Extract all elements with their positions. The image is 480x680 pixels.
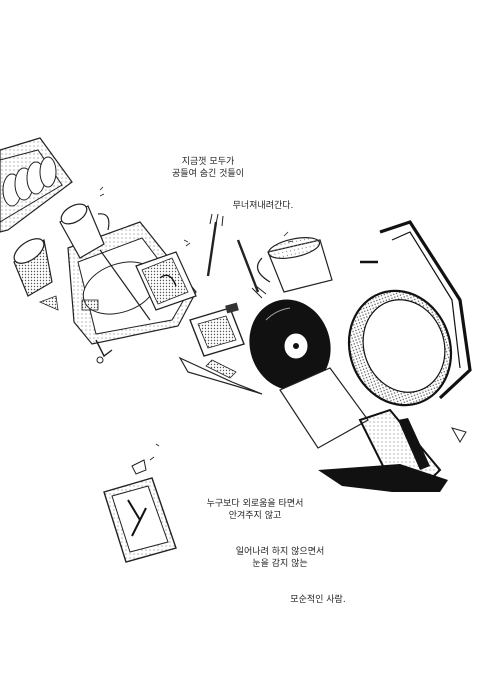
caption-middle-line-2: 안겨주지 않고 xyxy=(228,511,282,521)
caption-lower-line-1: 일어나려 하지 않으면서 xyxy=(235,547,325,557)
cup xyxy=(13,238,53,297)
fallen-picture-frame xyxy=(103,477,177,563)
caption-intro-line-2: 공들여 숨긴 것들이 xyxy=(172,169,244,179)
caption-final: 모순적인 사람. xyxy=(278,594,358,606)
mug-2 xyxy=(256,237,333,293)
caption-final-line: 모순적인 사람. xyxy=(290,595,346,605)
black-ribbon xyxy=(318,418,448,492)
caption-middle: 누구보다 외로움을 타면서 안겨주지 않고 xyxy=(192,498,318,522)
caption-lower: 일어나려 하지 않으면서 눈을 감지 않는 xyxy=(224,546,336,570)
phone xyxy=(189,307,245,357)
caption-intro-line-1: 지금껏 모두가 xyxy=(181,157,235,167)
tray-box xyxy=(67,221,197,345)
mug xyxy=(59,203,110,259)
fork-2 xyxy=(236,239,267,299)
vinyl-record xyxy=(249,299,331,391)
photo-frame xyxy=(135,251,197,311)
shelf-with-plates xyxy=(0,137,73,233)
caption-middle-line-1: 누구보다 외로움을 타면서 xyxy=(206,499,304,509)
caption-intro: 지금껏 모두가 공들여 숨긴 것들이 xyxy=(168,156,248,180)
knife xyxy=(178,356,263,395)
sparkles xyxy=(99,186,294,461)
caption-falling: 무너져내려간다. xyxy=(228,200,298,212)
fork-1 xyxy=(206,213,224,277)
caption-falling-line: 무너져내려간다. xyxy=(232,201,294,211)
caption-lower-line-2: 눈을 감지 않는 xyxy=(252,559,308,569)
cooking-pot xyxy=(347,220,472,492)
